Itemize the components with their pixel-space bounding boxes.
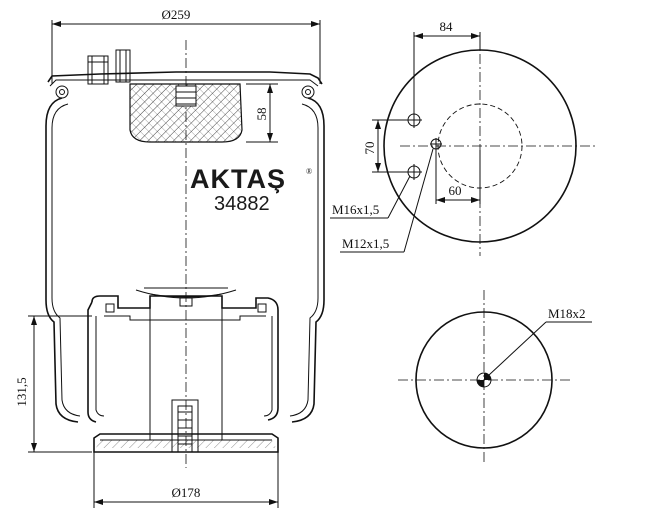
top-diameter-label: Ø259: [162, 7, 191, 22]
port-thread-label: M12x1,5: [342, 236, 389, 251]
top-view: 84 70 60 M16x1,5 M12x1,5: [330, 19, 596, 256]
side-view: Ø259: [14, 7, 325, 508]
plate-depth-label: 58: [254, 108, 269, 121]
top-diameter-dimension: Ø259: [51, 7, 321, 84]
registered-mark: ®: [306, 167, 312, 176]
brand-logo: AKTAŞ: [190, 164, 286, 194]
top-studs: [87, 49, 131, 85]
offset-x-dimension: 60: [435, 150, 481, 204]
thread-leaders: M16x1,5 M12x1,5: [330, 148, 434, 253]
bottom-diameter-dimension: Ø178: [93, 452, 279, 508]
piston-height-label: 131,5: [14, 377, 29, 406]
bellows: [45, 97, 325, 423]
part-number: 34882: [214, 193, 270, 215]
plate-depth-dimension: 58: [246, 83, 278, 143]
stud-spacing-x-dimension: 84: [413, 19, 481, 112]
bottom-thread-label: M18x2: [548, 306, 586, 321]
stud-spacing-y-label: 70: [362, 142, 377, 155]
bottom-diameter-label: Ø178: [172, 485, 201, 500]
stud-thread-label: M16x1,5: [332, 202, 379, 217]
bottom-view: M18x2: [398, 290, 592, 462]
piston-height-dimension: 131,5: [14, 315, 92, 453]
stud-spacing-x-label: 84: [440, 19, 454, 34]
piston: [87, 287, 279, 453]
stud-spacing-y-dimension: 70: [362, 119, 408, 173]
offset-x-label: 60: [449, 183, 462, 198]
plate-section: [129, 83, 243, 143]
